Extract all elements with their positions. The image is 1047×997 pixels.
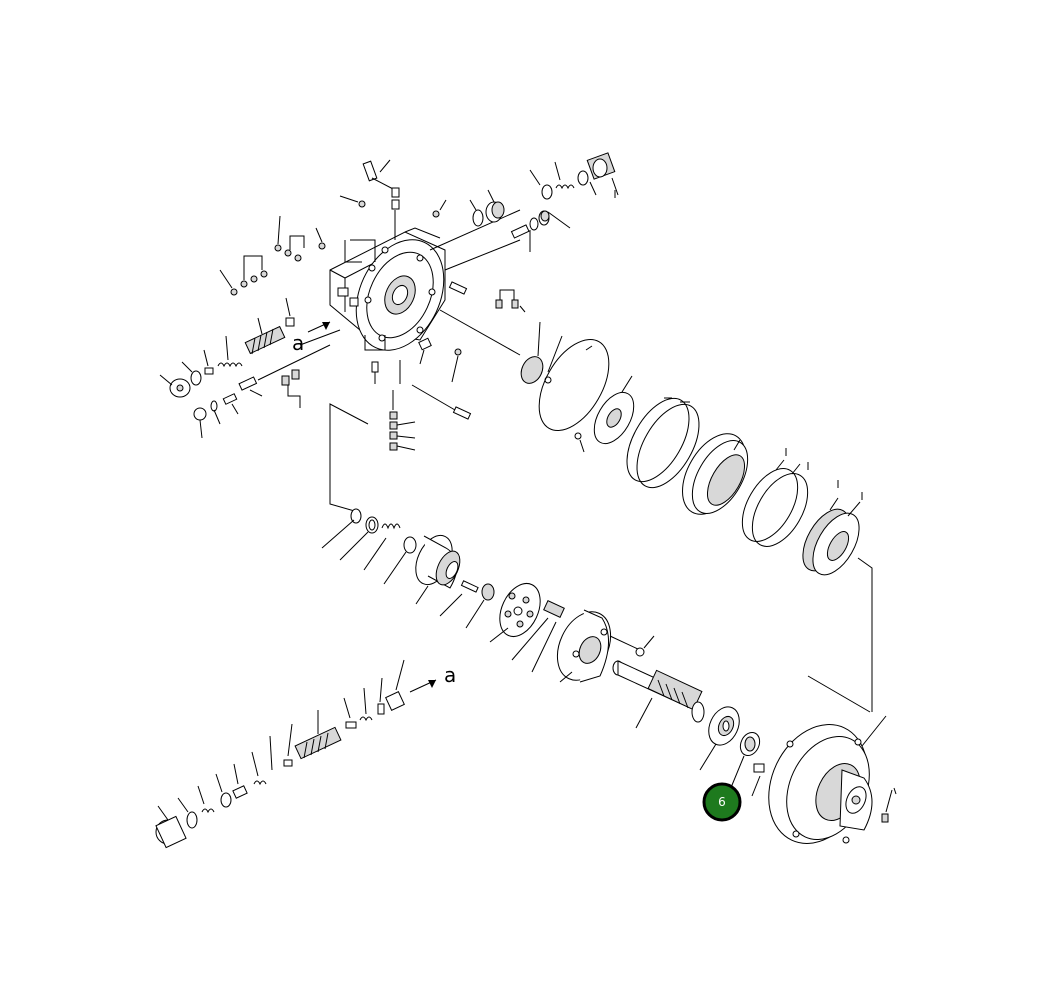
callout-number: 6 — [718, 795, 726, 809]
connection-label-a-lower: a — [444, 663, 456, 687]
valve-body-assembly — [299, 209, 521, 356]
center-fasteners — [371, 281, 526, 451]
final-drive-hub — [699, 706, 897, 844]
part-callout-6[interactable]: 6 — [702, 782, 742, 822]
brake-ring-assembly — [520, 190, 873, 713]
left-fittings — [159, 215, 331, 439]
callout-badge[interactable] — [702, 782, 742, 822]
connection-label-a-upper: a — [292, 331, 304, 355]
rotating-group — [321, 403, 705, 729]
relief-valve-assembly — [155, 659, 437, 849]
top-fasteners — [315, 152, 619, 252]
